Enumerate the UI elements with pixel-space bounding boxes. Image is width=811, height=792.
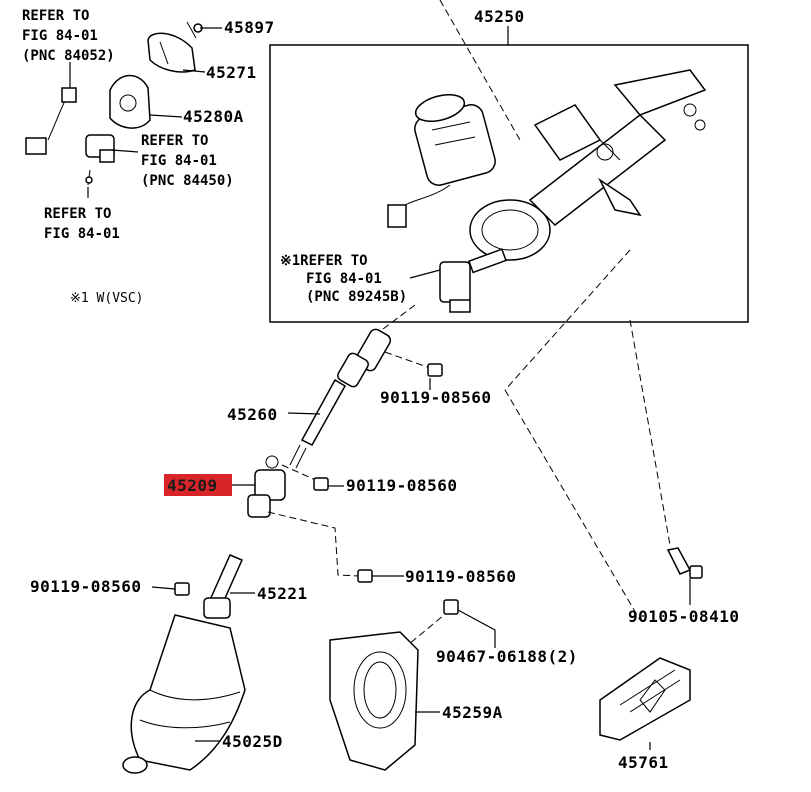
ref-screw bbox=[85, 169, 93, 186]
ref-note-89245b-line2: FIG 84-01 bbox=[306, 271, 382, 287]
part-45271-cover bbox=[147, 32, 196, 73]
label-45260[interactable]: 45260 bbox=[227, 405, 278, 424]
part-45221-shaft bbox=[203, 554, 243, 619]
bolt-90119-b bbox=[313, 477, 329, 491]
label-bolt-90119-c[interactable]: 90119-08560 bbox=[405, 567, 516, 586]
label-45259a[interactable]: 45259A bbox=[442, 703, 503, 722]
label-bolt-90119-a[interactable]: 90119-08560 bbox=[380, 388, 491, 407]
label-45250[interactable]: 45250 bbox=[474, 7, 525, 26]
ref-note-89245b-line1: ※1REFER TO bbox=[280, 253, 368, 269]
label-bolt-90119-d[interactable]: 90119-08560 bbox=[30, 577, 141, 596]
assembly-box-45250 bbox=[269, 44, 749, 323]
ref-note-84450-line1: REFER TO bbox=[141, 133, 208, 149]
bolt-90119-c bbox=[357, 569, 373, 583]
footnote-vsc: ※1 W(VSC) bbox=[70, 291, 144, 306]
ref-note-84-01-line2: FIG 84-01 bbox=[44, 226, 120, 242]
label-45209[interactable]: 45209 bbox=[167, 476, 218, 495]
part-45280a-switch bbox=[109, 74, 151, 129]
part-45260-intermediate-shaft bbox=[289, 328, 392, 469]
ref-note-84052-line3: (PNC 84052) bbox=[22, 48, 115, 64]
part-45025d-boot bbox=[122, 614, 246, 774]
part-45259a-cover bbox=[329, 631, 419, 771]
part-45897-screw bbox=[186, 21, 203, 39]
ref-note-84052-line2: FIG 84-01 bbox=[22, 28, 98, 44]
clip-90467 bbox=[443, 599, 459, 615]
label-45761[interactable]: 45761 bbox=[618, 753, 669, 772]
highlight-45209 bbox=[164, 474, 232, 496]
ref-note-84450-line3: (PNC 84450) bbox=[141, 173, 234, 189]
part-45209-universal-joint bbox=[247, 455, 286, 518]
label-bolt-90105[interactable]: 90105-08410 bbox=[628, 607, 739, 626]
wire-harness-84052 bbox=[25, 87, 77, 155]
part-45761-bracket bbox=[599, 657, 691, 741]
label-clip-90467[interactable]: 90467-06188(2) bbox=[436, 647, 578, 666]
bolt-90105 bbox=[666, 547, 703, 579]
ref-note-84-01-line1: REFER TO bbox=[44, 206, 111, 222]
label-45271[interactable]: 45271 bbox=[206, 63, 257, 82]
label-45280a[interactable]: 45280A bbox=[183, 107, 244, 126]
label-45025d[interactable]: 45025D bbox=[222, 732, 283, 751]
part-84450-switch bbox=[85, 134, 115, 163]
label-45221[interactable]: 45221 bbox=[257, 584, 308, 603]
ref-note-84450-line2: FIG 84-01 bbox=[141, 153, 217, 169]
label-45897[interactable]: 45897 bbox=[224, 18, 275, 37]
bolt-90119-a bbox=[427, 363, 443, 377]
ref-note-89245b-line3: (PNC 89245B) bbox=[306, 289, 407, 305]
steering-column-assembly bbox=[387, 69, 707, 313]
bolt-90119-d bbox=[174, 582, 190, 596]
ref-note-84052-line1: REFER TO bbox=[22, 8, 89, 24]
label-bolt-90119-b[interactable]: 90119-08560 bbox=[346, 476, 457, 495]
